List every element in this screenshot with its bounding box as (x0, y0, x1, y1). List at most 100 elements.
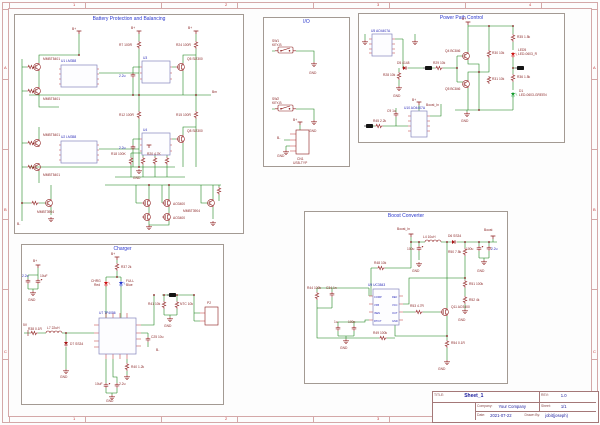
net-label: B+ (33, 259, 37, 263)
gnd-label: GND (461, 119, 469, 123)
net-label: Bm (212, 90, 217, 94)
ic-pin-name: OUT (392, 311, 398, 315)
frame-ticks-right (592, 9, 597, 416)
company-cell: Company: Your Company (475, 402, 539, 411)
power-flags[interactable] (35, 256, 120, 269)
label: 1u (334, 320, 338, 324)
ic-pin-name: COMP (374, 295, 382, 299)
net-label: 5V (23, 323, 28, 327)
section-boost[interactable]: Boost Converter (304, 211, 508, 384)
ic-group[interactable] (98, 317, 137, 355)
capacitors[interactable] (329, 245, 492, 332)
label: R54 0.1R (451, 341, 466, 345)
powerpath-schematic-canvas[interactable]: U5 AO4407A D5 4148 R28 10k GND R29 10k Q… (359, 14, 564, 142)
inductor[interactable] (424, 239, 442, 243)
net-label: B+ (412, 98, 416, 102)
sheet-label: Sheet: (541, 404, 551, 408)
gnd-label: GND (28, 298, 36, 302)
ic-group[interactable] (371, 33, 428, 138)
label: 2.2u (119, 382, 126, 386)
label: LED-0603_R (518, 52, 538, 56)
date-label: Date: (477, 413, 486, 417)
label: 2.2u (119, 146, 126, 150)
label: 10uF (95, 382, 103, 386)
net-label: B+ (131, 26, 135, 30)
gnd-label: GND (106, 399, 114, 403)
section-title: Power Path Control (439, 15, 484, 21)
sheet-value: 1/1 (560, 404, 567, 409)
battery-schematic-canvas[interactable]: B+ B+ B+ R7 100R R24 100R R12 100R R15 1… (15, 15, 243, 233)
label: 100u (407, 247, 415, 251)
mosfet[interactable] (439, 307, 449, 317)
label: USB-TYP (293, 161, 308, 165)
io-schematic-canvas[interactable]: SW1 KEY-B GND SW2 KEY-B GND B+ B- CN1 US… (264, 18, 349, 166)
label: 2.2u (22, 274, 29, 278)
ic-group[interactable] (372, 288, 400, 326)
ic-pin-name: RT/CT (374, 319, 382, 323)
ic-group[interactable] (60, 60, 171, 164)
label: FULL (126, 279, 134, 283)
label: Red (94, 283, 100, 287)
label: D7 SS34 (70, 342, 83, 346)
gnd-label: GND (412, 269, 420, 273)
label: CHRG (91, 279, 101, 283)
net-label: Boost_In (426, 103, 439, 107)
diode[interactable] (63, 340, 69, 347)
label: R7 100R (119, 43, 133, 47)
gnd-label: GND (164, 324, 172, 328)
company-label: Company: (477, 404, 493, 408)
label: MMBT3904 (183, 209, 200, 213)
power-flags[interactable] (297, 121, 303, 126)
transistors[interactable] (462, 51, 470, 89)
ic-pins (369, 38, 430, 132)
section-title: Charger (113, 246, 132, 252)
charger-schematic-canvas[interactable]: B+ R37 2k CHRG Red FULL Blue U7 TP4056 5… (22, 245, 223, 404)
gnd-label: GND (340, 346, 348, 350)
label: D1 (519, 89, 523, 93)
net-flags[interactable] (166, 292, 177, 298)
leds[interactable] (103, 280, 126, 287)
frame-col-label: 2 (225, 2, 228, 7)
label: R18 100K (111, 152, 126, 156)
inductor[interactable] (45, 330, 63, 334)
label: MMBT5401 (43, 173, 60, 177)
section-charger[interactable]: Charger B (21, 244, 224, 405)
section-battery-protection[interactable]: Battery Protection and Balancing (14, 14, 244, 234)
ic-pin-name: VCC (392, 303, 398, 307)
battery-connector[interactable] (204, 306, 219, 326)
gnd-label: GND (60, 375, 68, 379)
label: U2 LM358 (61, 135, 76, 139)
diode[interactable] (450, 239, 457, 245)
resistors[interactable] (26, 40, 221, 205)
rev-label: REV: (541, 393, 549, 397)
label: U3 (143, 56, 147, 60)
usb-connector[interactable] (295, 129, 310, 155)
boost-schematic-canvas[interactable]: Boost_In L4 10uH D6 SS34 Boost 100u GND … (305, 212, 507, 383)
label: Q4 BC846 (445, 49, 461, 53)
label: R40 1.2k (131, 365, 145, 369)
section-title: Battery Protection and Balancing (92, 16, 166, 22)
power-flags[interactable] (76, 30, 199, 149)
label: U10 AO4407A (404, 106, 426, 110)
ic-pin-name: ISEN (374, 311, 380, 315)
ic-pin-name: REF (392, 295, 398, 299)
blank-cell (433, 402, 475, 420)
frame-ticks-top (9, 3, 591, 8)
rev-value: 1.0 (560, 393, 567, 398)
net-label: B- (17, 222, 20, 226)
label: U4 (143, 128, 147, 132)
section-io[interactable]: I/O SW1 KEY-B GND SW2 KEY-B GND B+ B- CN… (263, 17, 350, 167)
section-power-path[interactable]: Power Path Control U5 AO4407A D5 4148 R2… (358, 13, 565, 143)
section-title: Boost Converter (387, 213, 425, 219)
label: U7 TP4056 (99, 311, 116, 315)
label: R38 0.1R (28, 327, 43, 331)
resistors[interactable] (29, 262, 179, 372)
gnd-label: GND (438, 367, 446, 371)
frame-ticks-left (3, 9, 8, 416)
label: Q5 SI2300 (187, 57, 203, 61)
ic-pin-name: GND (392, 319, 398, 323)
frame-col-label: 2 (225, 416, 228, 421)
label: CN1 (297, 157, 304, 161)
net-label: B+ (462, 17, 466, 21)
